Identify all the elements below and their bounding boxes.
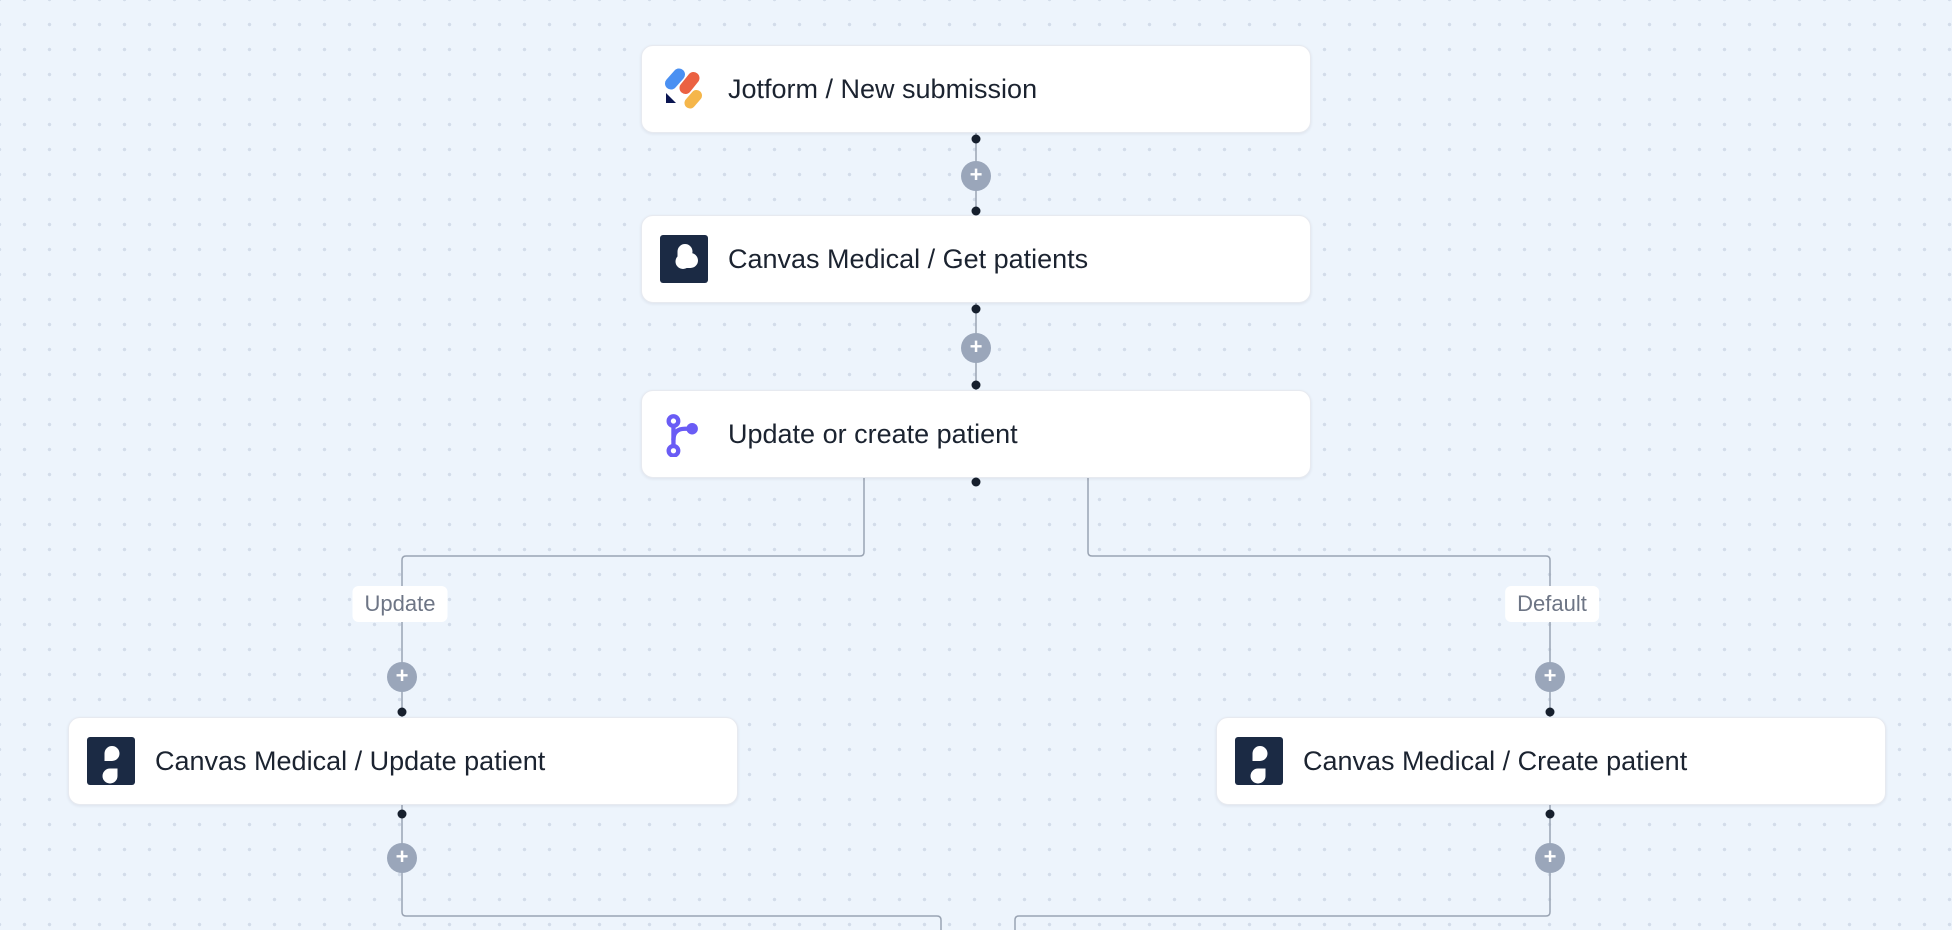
canvas-medical-logo-icon [1235, 737, 1283, 785]
node-update-or-create-patient[interactable]: Update or create patient [641, 390, 1311, 478]
canvas-medical-logo-icon [660, 235, 708, 283]
connection-port-dot[interactable] [971, 304, 981, 314]
connection-port-dot[interactable] [1545, 809, 1555, 819]
node-title: Jotform / New submission [728, 73, 1038, 104]
wire-update-patient-out [401, 805, 942, 930]
jotform-logo-icon [660, 65, 708, 113]
git-branch-icon [660, 410, 708, 458]
plus-icon: + [395, 663, 409, 688]
add-step-button[interactable]: + [1535, 662, 1565, 692]
add-step-button[interactable]: + [961, 161, 991, 191]
add-step-button[interactable]: + [387, 662, 417, 692]
add-step-button[interactable]: + [1535, 843, 1565, 873]
connection-port-dot[interactable] [971, 380, 981, 390]
node-canvas-medical-update-patient[interactable]: Canvas Medical / Update patient [68, 717, 738, 805]
plus-icon: + [969, 162, 983, 187]
connection-port-dot[interactable] [397, 809, 407, 819]
connection-port-dot[interactable] [971, 206, 981, 216]
node-canvas-medical-create-patient[interactable]: Canvas Medical / Create patient [1216, 717, 1886, 805]
wire-branch-default [1087, 478, 1551, 717]
add-step-button[interactable]: + [387, 843, 417, 873]
connection-port-dot[interactable] [971, 477, 981, 487]
wire-branch-update [401, 478, 865, 717]
wire-create-patient-out [1014, 805, 1551, 930]
plus-icon: + [395, 844, 409, 869]
add-step-button[interactable]: + [961, 333, 991, 363]
connection-port-dot[interactable] [1545, 707, 1555, 717]
node-jotform-new-submission[interactable]: Jotform / New submission [641, 45, 1311, 133]
node-title: Update or create patient [728, 418, 1018, 449]
canvas-medical-logo-icon [87, 737, 135, 785]
plus-icon: + [1543, 663, 1557, 688]
plus-icon: + [1543, 844, 1557, 869]
connection-port-dot[interactable] [397, 707, 407, 717]
connection-port-dot[interactable] [971, 134, 981, 144]
node-title: Canvas Medical / Update patient [155, 745, 546, 776]
branch-label-default: Default [1505, 586, 1599, 622]
plus-icon: + [969, 334, 983, 359]
node-title: Canvas Medical / Get patients [728, 243, 1089, 274]
node-canvas-medical-get-patients[interactable]: Canvas Medical / Get patients [641, 215, 1311, 303]
branch-label-update: Update [352, 586, 448, 622]
node-title: Canvas Medical / Create patient [1303, 745, 1688, 776]
